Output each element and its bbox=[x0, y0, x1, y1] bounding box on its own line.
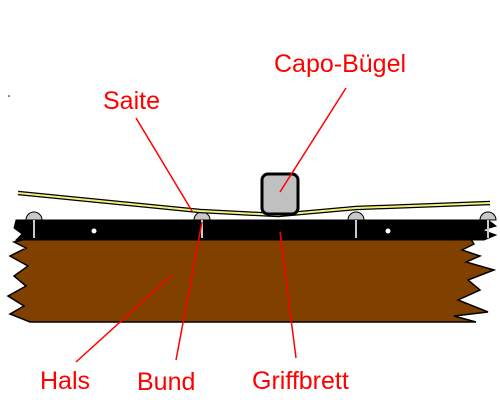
label-capo: Capo-Bügel bbox=[274, 50, 407, 78]
fret-marker-dot bbox=[91, 228, 97, 234]
leader-fretboard bbox=[279, 231, 297, 359]
leader-lines bbox=[75, 87, 347, 363]
fret bbox=[25, 211, 43, 238]
label-neck: Hals bbox=[40, 367, 91, 395]
string bbox=[17, 190, 491, 218]
label-fret: Bund bbox=[137, 368, 196, 396]
leader-neck bbox=[75, 274, 173, 363]
leader-string bbox=[135, 117, 193, 212]
fret bbox=[479, 211, 497, 238]
neck-wood bbox=[6, 237, 497, 323]
label-fretboard: Griffbrett bbox=[252, 367, 349, 395]
fret bbox=[347, 211, 365, 238]
leader-capo bbox=[279, 87, 347, 193]
capo-clamp bbox=[260, 172, 300, 216]
stray-dot bbox=[8, 95, 10, 97]
fret-marker-dot bbox=[385, 228, 391, 234]
label-string: Saite bbox=[103, 87, 160, 115]
fretboard bbox=[13, 219, 498, 241]
leader-fret bbox=[175, 221, 203, 361]
